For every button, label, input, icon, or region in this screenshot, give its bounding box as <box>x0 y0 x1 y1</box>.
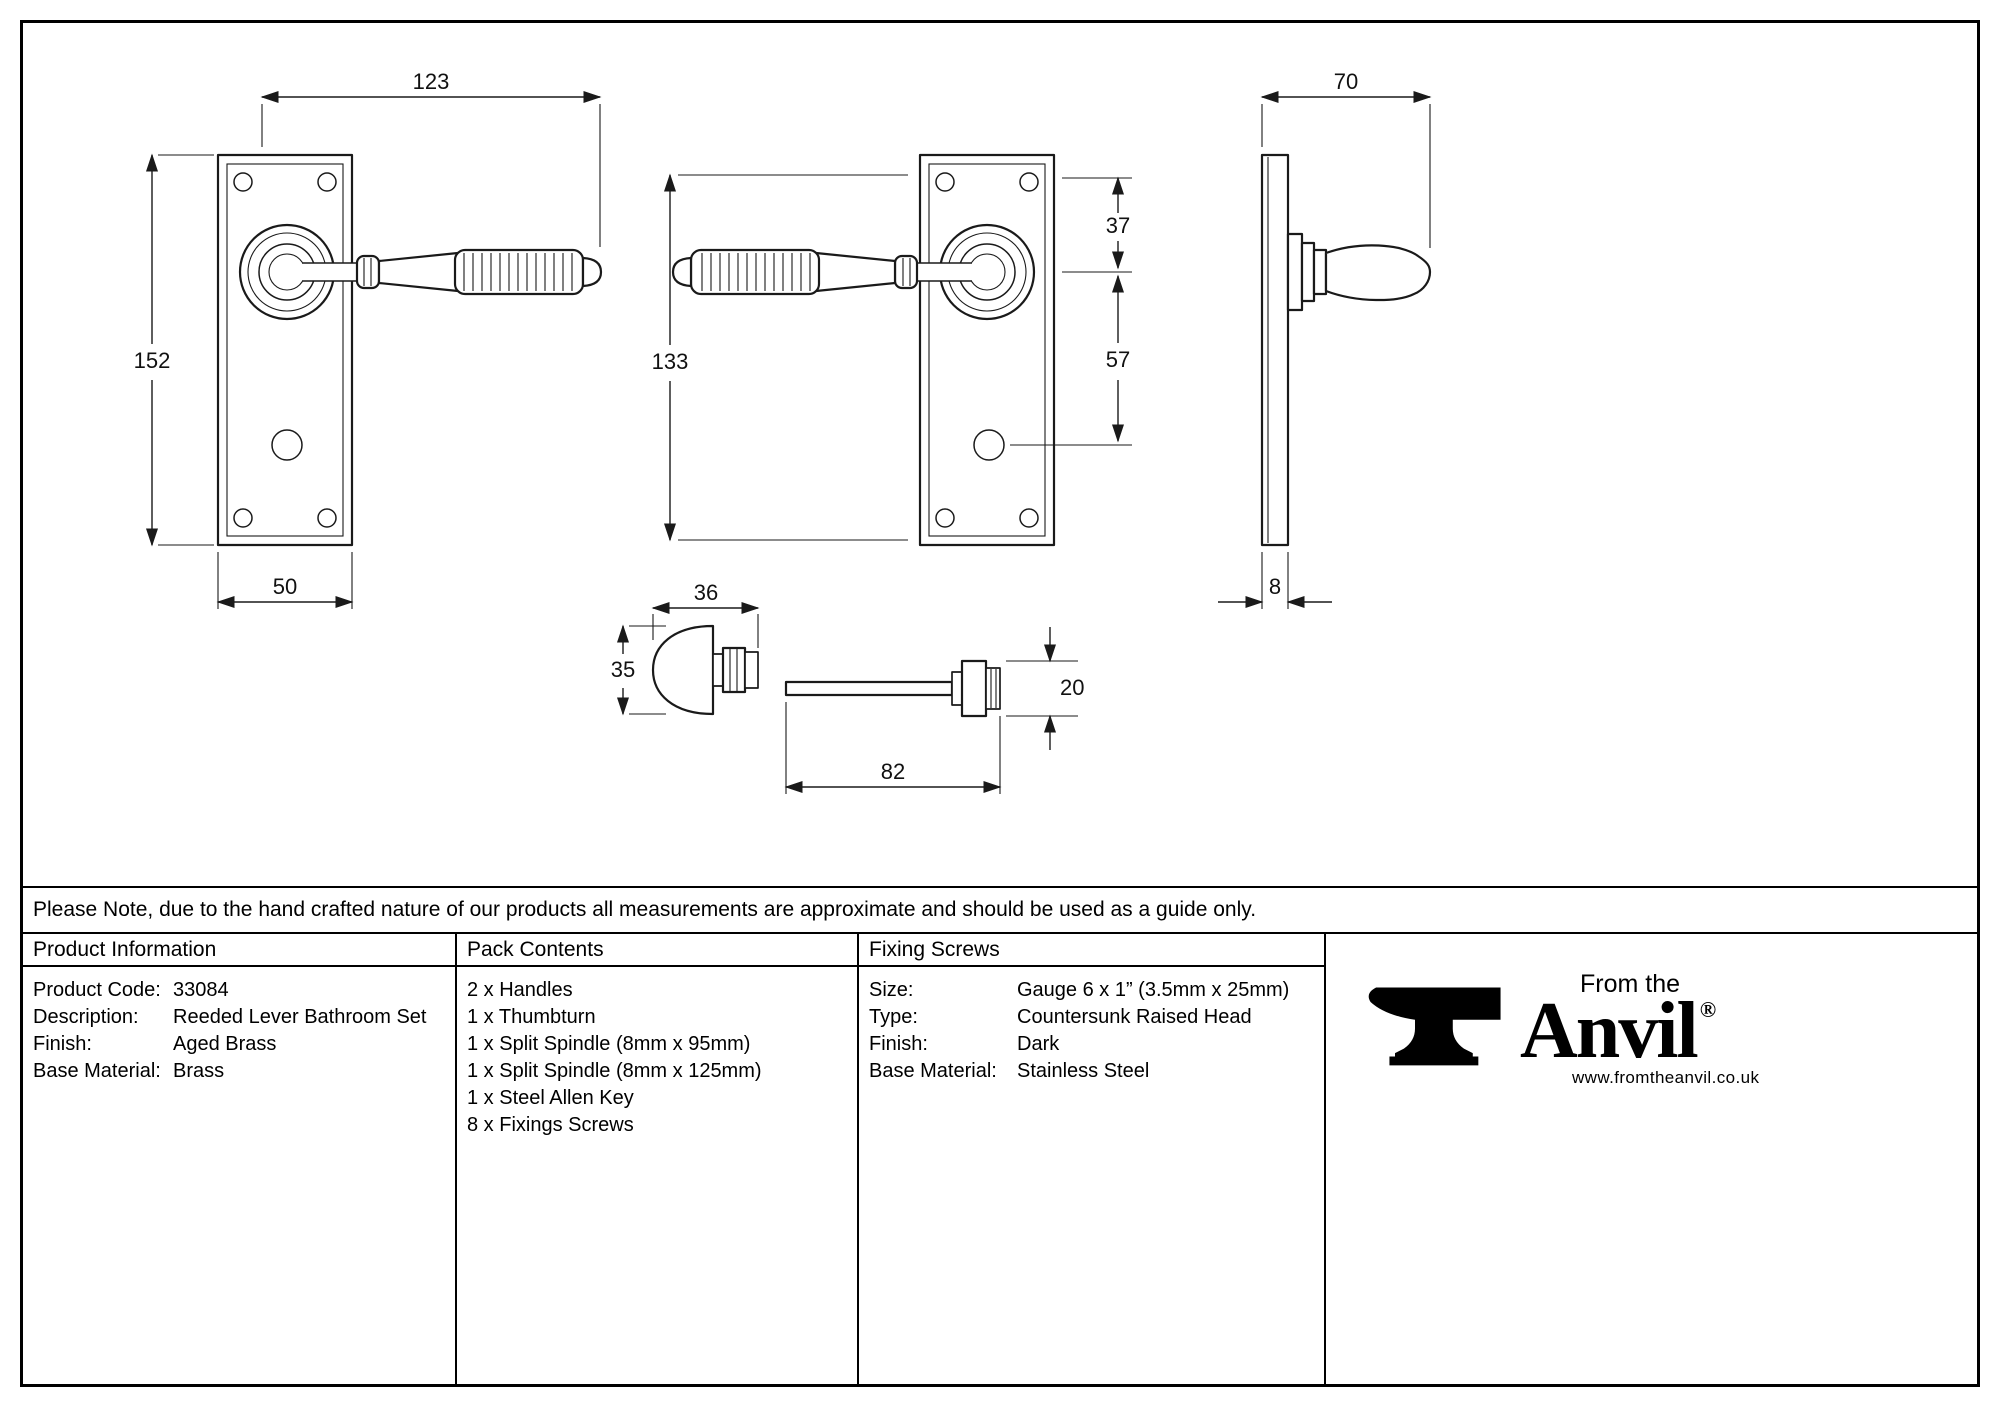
base-material-row: Base Material: Brass <box>33 1058 447 1085</box>
technical-drawing-svg: 123 152 50 <box>134 69 1432 794</box>
registered-mark: ® <box>1699 997 1717 1022</box>
dim-label-spindle-length: 82 <box>881 759 905 784</box>
field-label: Product Code: <box>33 979 161 1001</box>
note-text: Please Note, due to the hand crafted nat… <box>33 898 1257 921</box>
reeded-lever <box>238 223 603 321</box>
info-table: Product Information Product Code: 33084 … <box>23 934 1977 1384</box>
dim-label-top-to-centre: 37 <box>1106 213 1130 238</box>
screw-finish-row: Finish: Dark <box>869 1031 1316 1058</box>
field-value: Stainless Steel <box>1017 1060 1150 1082</box>
field-label: Finish: <box>869 1033 928 1055</box>
note-bar: Please Note, due to the hand crafted nat… <box>23 886 1977 934</box>
field-label: Description: <box>33 1006 139 1028</box>
field-label: Size: <box>869 979 914 1001</box>
pack-contents-column: Pack Contents 2 x Handles 1 x Thumbturn … <box>455 934 857 1384</box>
spindle-view: 82 20 <box>784 627 1084 794</box>
dim-label-side-projection: 70 <box>1334 69 1358 94</box>
screw-material-row: Base Material: Stainless Steel <box>869 1058 1316 1085</box>
field-value: Reeded Lever Bathroom Set <box>173 1006 427 1028</box>
dim-label-front-width: 123 <box>413 69 450 94</box>
dim-label-plate-height: 152 <box>134 348 171 373</box>
brand-logo: From the Anvil® www.fromtheanvil.co.uk <box>1360 972 1977 1088</box>
brand-from-the: From the <box>1580 970 1681 998</box>
brand-name: Anvil® <box>1520 991 1759 1071</box>
dim-label-handle-span: 133 <box>652 349 689 374</box>
screw-type-row: Type: Countersunk Raised Head <box>869 1004 1316 1031</box>
backplate <box>216 153 354 547</box>
field-value: Gauge 6 x 1” (3.5mm x 25mm) <box>1017 979 1290 1001</box>
thumbturn-knob-view: 36 35 <box>611 580 760 716</box>
field-label: Base Material: <box>869 1060 997 1082</box>
pack-item: 1 x Split Spindle (8mm x 125mm) <box>467 1060 762 1082</box>
finish-row: Finish: Aged Brass <box>33 1031 447 1058</box>
column-header-product-information: Product Information <box>23 934 455 967</box>
backplate <box>918 153 1056 547</box>
anvil-icon <box>1360 972 1510 1072</box>
dim-label-plate-thickness: 8 <box>1269 574 1281 599</box>
spec-sheet: 123 152 50 <box>20 20 1980 1387</box>
field-value: 33084 <box>173 979 229 1001</box>
fixing-screws-column: Fixing Screws Size: Gauge 6 x 1” (3.5mm … <box>857 934 1324 1384</box>
column-header-pack-contents: Pack Contents <box>457 934 857 967</box>
brand-logo-cell: From the Anvil® www.fromtheanvil.co.uk <box>1324 934 1977 1384</box>
pack-item: 1 x Steel Allen Key <box>467 1087 634 1109</box>
field-label: Finish: <box>33 1033 92 1055</box>
screw-size-row: Size: Gauge 6 x 1” (3.5mm x 25mm) <box>869 977 1316 1004</box>
column-header-fixing-screws: Fixing Screws <box>859 934 1324 967</box>
product-code-row: Product Code: 33084 <box>33 977 447 1004</box>
dim-label-release-diameter: 20 <box>1060 675 1084 700</box>
pack-item: 2 x Handles <box>467 979 573 1001</box>
brand-url: www.fromtheanvil.co.uk <box>1572 1068 1760 1087</box>
technical-drawings: 123 152 50 <box>23 23 1977 886</box>
front-view-right: 133 37 57 <box>652 153 1132 547</box>
dim-label-knob-height: 35 <box>611 657 635 682</box>
pack-item: 1 x Split Spindle (8mm x 95mm) <box>467 1033 751 1055</box>
pack-item: 8 x Fixings Screws <box>467 1114 634 1136</box>
dim-label-knob-width: 36 <box>694 580 718 605</box>
field-value: Dark <box>1017 1033 1060 1055</box>
pack-item: 1 x Thumbturn <box>467 1006 596 1028</box>
reeded-lever <box>671 223 1036 321</box>
field-value: Aged Brass <box>173 1033 277 1055</box>
front-view-left: 123 152 50 <box>134 69 603 609</box>
description-row: Description: Reeded Lever Bathroom Set <box>33 1004 447 1031</box>
dim-label-centre-to-thumbturn: 57 <box>1106 347 1130 372</box>
product-information-column: Product Information Product Code: 33084 … <box>23 934 455 1384</box>
dim-label-plate-width: 50 <box>273 574 297 599</box>
field-label: Type: <box>869 1006 918 1028</box>
side-view: 70 8 <box>1218 69 1432 609</box>
field-label: Base Material: <box>33 1060 161 1082</box>
brand-name-text: Anvil <box>1520 987 1699 1075</box>
field-value: Countersunk Raised Head <box>1017 1006 1252 1028</box>
field-value: Brass <box>173 1060 225 1082</box>
